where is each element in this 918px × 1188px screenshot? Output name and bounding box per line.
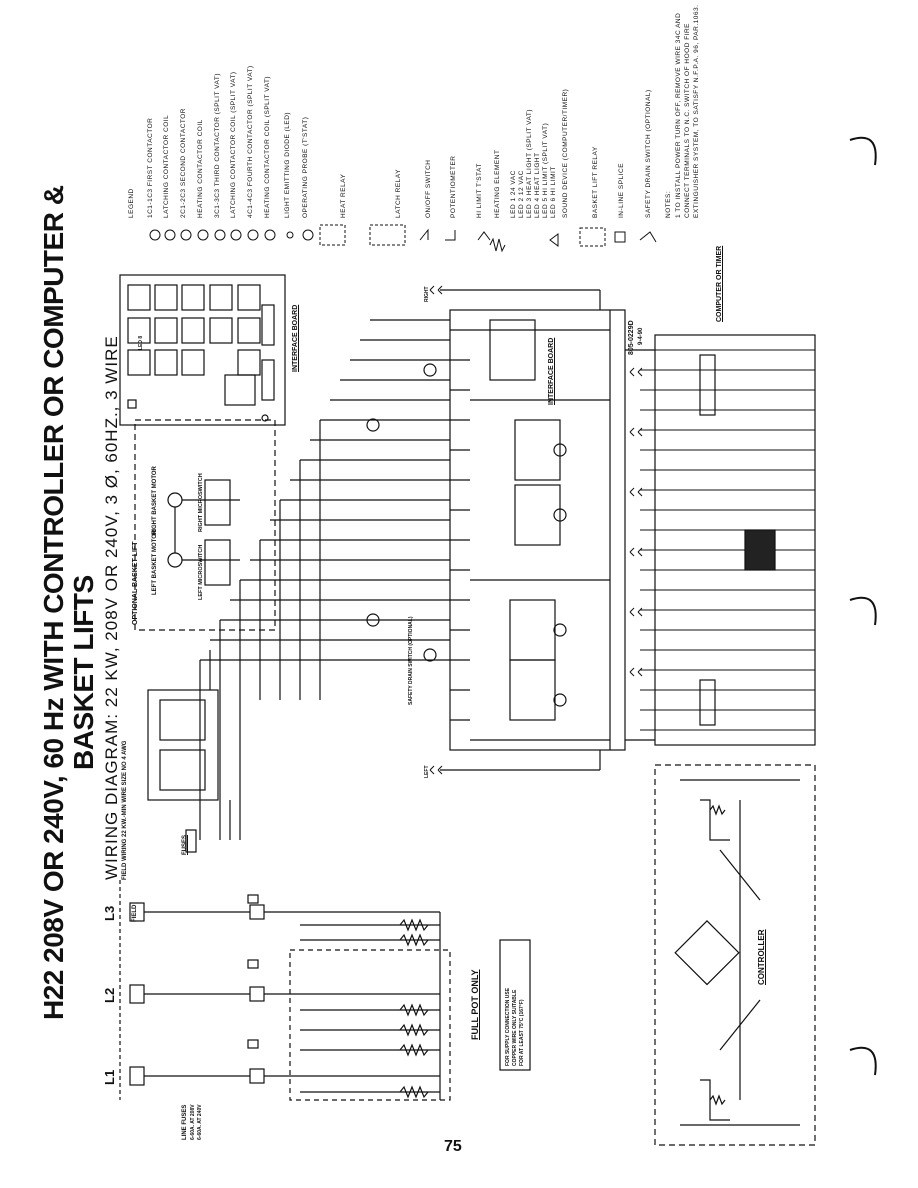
legend-note-line: 1 TO INSTALL POWER TURN OFF, REMOVE WIRE… <box>675 12 682 218</box>
legend-item: OPERATING PROBE (T'STAT) <box>302 116 309 218</box>
legend-item: HEAT RELAY <box>340 173 347 218</box>
right-basket-motor-label: RIGHT BASKET MOTOR <box>152 466 158 535</box>
supply-note-1: FOR SUPPLY CONNECTION USE <box>505 987 511 1066</box>
transformer-block <box>147 650 231 853</box>
corner-mark-mid <box>849 596 877 626</box>
legend-item: LATCHING CONTACTOR COIL (SPLIT VAT) <box>230 71 237 218</box>
legend-item: LATCH RELAY <box>395 169 402 218</box>
legend-notes-heading: NOTES: <box>665 190 672 218</box>
legend-item: 1C1-1C3 FIRST CONTACTOR <box>147 117 154 218</box>
optional-basket-lift-label: OPTIONAL BASKET LIFT <box>132 541 139 625</box>
full-pot-only-label: FULL POT ONLY <box>470 969 480 1040</box>
controller-label: CONTROLLER <box>757 929 766 985</box>
l3-label: L3 <box>102 905 117 921</box>
legend-item: 4C1-4C3 FOURTH CONTACTOR (SPLIT VAT) <box>247 65 254 218</box>
field-label: FIELD <box>132 904 138 922</box>
doc-number: 805-0229D <box>628 320 635 355</box>
supply-note-2: COPPER WIRE ONLY SUITABLE <box>512 989 518 1066</box>
legend-item: SOUND DEVICE (COMPUTER/TIMER) <box>562 88 569 218</box>
legend-item: LATCHING CONTACTOR COIL <box>163 114 170 218</box>
inline-splices <box>429 285 643 775</box>
line-fuses-label: LINE FUSES <box>182 1104 188 1140</box>
full-pot-dashed-box <box>289 949 451 1101</box>
legend-symbols <box>149 224 657 253</box>
title-line-2: BASKET LIFTS <box>68 575 99 770</box>
right-microswitch-label: RIGHT MICROSWITCH <box>198 473 204 532</box>
corner-mark-bottom <box>849 1046 877 1076</box>
computer-timer-block <box>625 334 816 746</box>
legend-item: 2C1-2C3 SECOND CONTACTOR <box>180 108 187 218</box>
left-basket-motor-label: LEFT BASKET MOTOR <box>152 529 158 595</box>
legend-item: 3C1-3C3 THIRD CONTACTOR (SPLIT VAT) <box>214 73 221 218</box>
legend-item: LED 5 HI LIMIT (SPLIT VAT) <box>542 122 549 218</box>
computer-or-timer-label: COMPUTER OR TIMER <box>716 245 723 322</box>
corner-mark-top <box>849 136 877 166</box>
right-probe-label: RIGHT <box>424 286 430 302</box>
supply-note-3: FOR AT LEAST 75°C (167°F) <box>519 999 525 1066</box>
legend-item: BASKET LIFT RELAY <box>592 146 599 218</box>
legend-item: SAFETY DRAIN SWITCH (OPTIONAL) <box>645 89 652 218</box>
line-fuses-240: 6-60A. AT 240V <box>197 1104 203 1140</box>
three-phase-supply <box>119 880 440 1100</box>
title-line-1: H22 208V OR 240V, 60 Hz WITH CONTROLLER … <box>38 185 69 1020</box>
field-wiring-note: FIELD WIRING 22 KW.-MIN WIRE SIZE NO 4 A… <box>122 740 128 880</box>
l2-label: L2 <box>102 987 117 1003</box>
line-fuses-208: 6-60A. AT 208V <box>190 1104 196 1140</box>
legend-item: LIGHT EMITTING DIODE (LED) <box>284 111 291 218</box>
legend-item: LED 3 HEAT LIGHT (SPLIT VAT) <box>526 109 533 218</box>
legend-item: LED 6 HI LIMIT <box>550 166 557 218</box>
legend-item: HEATING CONTACTOR COIL (SPLIT VAT) <box>264 75 271 218</box>
legend-heading: LEGEND <box>128 188 135 218</box>
controller-box <box>654 764 816 1146</box>
basket-lift-box <box>134 419 276 631</box>
led8-label: LED 8 <box>138 335 144 350</box>
interface-board-main <box>366 309 626 751</box>
l1-label: L1 <box>102 1069 117 1085</box>
interface-board-top <box>119 274 286 426</box>
legend-item: LED 2 12 VAC <box>518 170 525 218</box>
interface-board-label: INTERFACE BOARD <box>548 337 555 405</box>
left-probe-label: LEFT <box>424 765 430 779</box>
legend-item: LED 4 HEAT LIGHT <box>534 152 541 218</box>
page-number: 75 <box>444 1138 462 1155</box>
legend-item: HEATING CONTACTOR COIL <box>197 119 204 218</box>
legend-note-line: CONNECT TERMINALS TO N.C. SWITCH OF HOOD… <box>684 22 691 218</box>
legend-item: HEATING ELEMENT <box>494 149 501 218</box>
safety-drain-switch-label: SAFETY DRAIN SWITCH (OPTIONAL) <box>408 616 414 705</box>
left-microswitch-label: LEFT MICROSWITCH <box>198 544 204 600</box>
legend-item: POTENTIOMETER <box>450 155 457 218</box>
wiring-diagram-subtitle: WIRING DIAGRAM: 22 KW, 208V OR 240V, 3 Ø… <box>102 335 121 880</box>
supply-note-box <box>499 939 531 1071</box>
wiring-harness <box>199 319 450 840</box>
legend-item: HI LIMIT T'STAT <box>476 163 483 218</box>
heating-elements <box>399 912 441 1100</box>
legend-item: IN-LINE SPLICE <box>618 162 625 218</box>
legend-item: ON/OFF SWITCH <box>425 159 432 219</box>
legend-note-line: EXTINGUISHER SYSTEM, TO SATISFY N.F.P.A.… <box>693 4 700 218</box>
interface-board-top-label: INTERFACE BOARD <box>292 304 299 372</box>
fuses-label: FUSES <box>182 834 188 855</box>
legend-item: LED 1 24 VAC <box>510 170 517 218</box>
doc-date: 9-4-90 <box>638 327 644 345</box>
